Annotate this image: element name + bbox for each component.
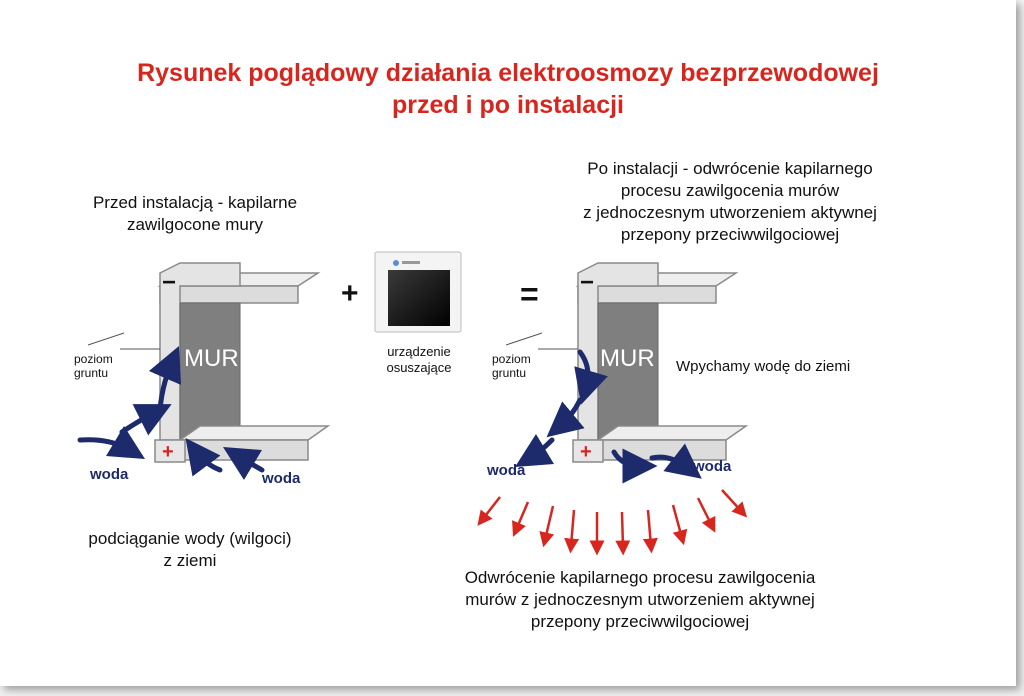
equals-operator: =: [520, 276, 539, 312]
dryer-device-image: [374, 251, 462, 333]
after-bottom-line-1: Odwrócenie kapilarnego procesu zawilgoce…: [464, 568, 816, 587]
after-caption-line-1: Po instalacji - odwrócenie kapilarnego: [587, 159, 873, 178]
after-wall-label: MUR: [600, 345, 655, 372]
field-arrows: [477, 489, 748, 556]
before-bottom-line-1: podciąganie wody (wilgoci): [88, 529, 292, 548]
before-plus-sign: +: [162, 441, 174, 463]
after-push-text: Wpychamy wodę do ziemi: [676, 358, 851, 375]
after-plus-sign: +: [580, 441, 592, 463]
after-bottom-line-3: przepony przeciwwilgociowej: [530, 612, 750, 631]
before-ground-label-line-1: poziom: [74, 352, 113, 366]
before-water-arrows: [77, 345, 265, 481]
after-water-label-right: woda: [693, 458, 732, 475]
before-water-label-left: woda: [90, 466, 129, 483]
title-line-1: Rysunek poglądowy działania elektroosmoz…: [137, 59, 879, 87]
after-water-label-left: woda: [487, 462, 526, 479]
after-caption-line-2: procesu zawilgocenia murów: [620, 181, 840, 200]
before-ground-label-line-2: gruntu: [74, 366, 109, 380]
device-label-line-2: osuszające: [386, 360, 452, 375]
before-caption-line-2: zawilgocone mury: [126, 215, 264, 234]
after-ground-label-line-1: poziom: [492, 352, 531, 366]
after-bottom-line-2: murów z jednoczesnym utworzeniem aktywne…: [465, 590, 815, 609]
after-caption-line-4: przepony przeciwwilgociowej: [620, 225, 840, 244]
before-caption-line-1: Przed instalacją - kapilarne: [92, 193, 298, 212]
after-caption-line-3: z jednoczesnym utworzeniem aktywnej: [583, 203, 877, 222]
after-water-arrows: [514, 349, 702, 484]
after-minus-sign: −: [580, 269, 594, 296]
title-line-2: przed i po instalacji: [392, 91, 624, 119]
after-ground-label-line-2: gruntu: [492, 366, 527, 380]
before-minus-sign: −: [162, 269, 176, 296]
device-label-line-1: urządzenie: [387, 344, 451, 359]
plus-operator: +: [341, 277, 359, 310]
before-water-label-right: woda: [262, 470, 301, 487]
before-bottom-line-2: z ziemi: [163, 551, 217, 570]
before-wall-label: MUR: [184, 345, 239, 372]
